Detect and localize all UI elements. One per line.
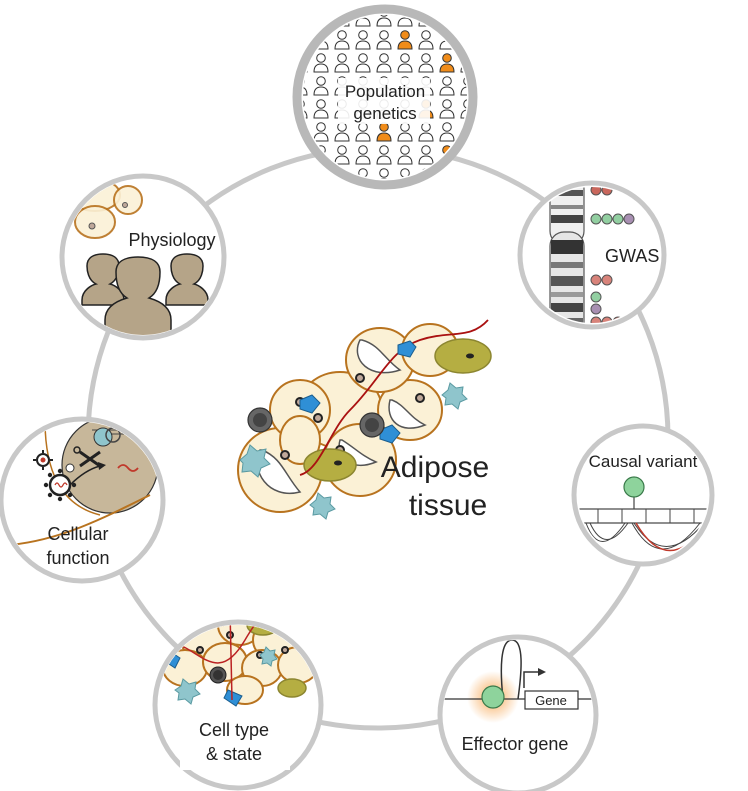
person-icon [334,145,350,165]
node-population-genetics[interactable]: Population genetics [292,4,478,190]
person-icon [397,53,413,73]
person-icon [376,122,392,142]
promoter-arrow-icon [523,668,546,688]
node-cellular-function[interactable]: Cellular function [0,416,166,584]
node-effector-gene[interactable]: Gene Effector gene [437,634,600,791]
variant-dot-icon [481,685,505,709]
person-icon [439,15,455,27]
person-icon [460,168,467,179]
person-icon [376,168,392,179]
person-icon [397,145,413,165]
person-silhouettes [81,253,209,335]
person-icon [313,122,329,142]
person-icon [313,15,329,27]
person-icon [313,99,329,119]
gwas-label: GWAS [605,246,659,266]
person-icon [355,53,371,73]
person-icon [460,15,467,27]
population-genetics-label-line2: genetics [353,104,416,123]
person-icon [376,53,392,73]
person-icon [313,168,329,179]
macrophage [309,492,336,520]
person-icon [439,53,455,73]
person-icon [376,15,392,27]
gene-box-label: Gene [535,693,567,708]
node-physiology[interactable]: Physiology [59,173,227,341]
node-cell-type-state[interactable]: Cell type & state [150,604,324,791]
person-icon [376,30,392,50]
person-icon [439,122,455,142]
node-causal-variant[interactable]: Causal variant [571,423,717,567]
endothelial-cell [397,340,417,358]
person-icon [439,99,455,119]
person-icon [418,122,434,142]
cellular-function-label-line2: function [46,548,109,568]
cellular-function-label-line1: Cellular [47,524,108,544]
person-icon [418,145,434,165]
person-icon [439,168,455,179]
causal-variant-label: Causal variant [589,452,698,471]
person-icon [355,122,371,142]
person-icon [303,15,308,27]
variant-dot-icon [623,476,645,498]
macrophage [441,382,468,410]
person-icon [334,122,350,142]
person-icon [355,145,371,165]
cell-type-label-line2: & state [206,744,262,764]
center-title-line2: tissue [409,489,487,522]
person-icon [418,30,434,50]
macrophage [239,444,271,478]
cell-type-label-line1: Cell type [199,720,269,740]
person-icon [303,30,308,50]
gene-box [524,690,579,710]
person-icon [313,53,329,73]
physiology-label: Physiology [128,230,215,250]
person-icon [460,99,467,119]
person-icon [397,30,413,50]
person-icon [334,53,350,73]
center-title-line1: Adipose [381,451,489,484]
person-icon [303,168,308,179]
person-icon [376,145,392,165]
person-icon [334,30,350,50]
person-icon [313,76,329,96]
endothelial-cell [299,394,321,414]
virus-icon [33,450,53,470]
node-gwas[interactable]: GWAS [517,169,667,347]
scissors-icon [73,446,101,468]
rna-icon [117,464,139,472]
person-icon [418,53,434,73]
population-genetics-label-line1: Population [345,82,425,101]
person-icon [355,30,371,50]
person-icon [439,76,455,96]
person-icon [460,30,467,50]
virus-icon [43,468,77,502]
endothelial-cell [379,424,401,444]
effector-gene-label: Effector gene [462,734,569,754]
adipose-tissue-illustration [237,319,492,520]
